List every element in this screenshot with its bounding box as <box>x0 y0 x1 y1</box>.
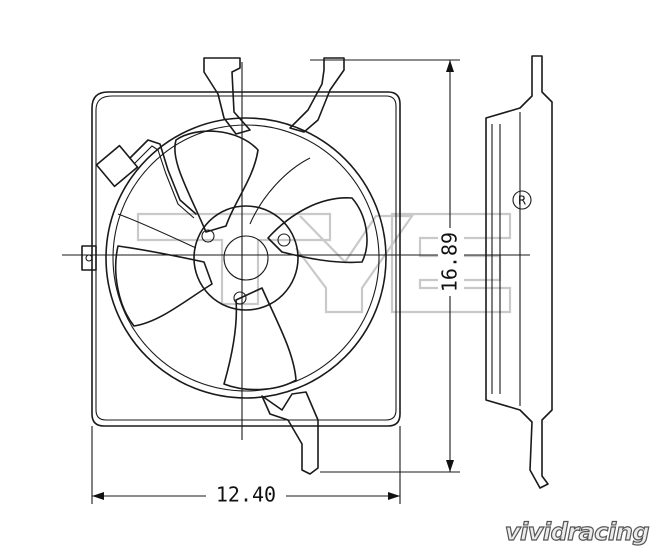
fan-blades <box>114 130 368 391</box>
wire-harness <box>129 139 197 215</box>
wire-connector <box>95 144 139 188</box>
side-profile <box>485 55 553 489</box>
watermark-logo: vividracing <box>504 517 650 546</box>
left-mount-tab <box>81 245 97 271</box>
arrowhead-right <box>388 492 400 500</box>
mount-hole <box>85 254 93 262</box>
fan-ring-inner <box>112 124 380 392</box>
arrowhead-up <box>446 60 454 72</box>
arrowhead-left <box>92 492 104 500</box>
hub-center <box>223 235 269 281</box>
motor-hub <box>193 205 299 311</box>
bottom-bracket <box>261 391 319 475</box>
hub-bolt <box>201 229 215 243</box>
hub-bolt <box>233 291 247 305</box>
hub-bolt <box>277 233 291 247</box>
height-label-bg <box>438 228 464 296</box>
registered-mark-circle <box>512 190 532 210</box>
top-right-bracket <box>289 57 345 133</box>
width-dimension-label: 12.40 <box>216 483 276 507</box>
shroud-frame <box>91 91 401 427</box>
top-left-bracket <box>203 57 251 135</box>
height-dimension-label: 16.89 <box>438 232 462 292</box>
shroud-inner-edge <box>95 95 397 421</box>
registered-mark: R <box>518 194 526 208</box>
fan-ring <box>105 117 387 399</box>
arrowhead-down <box>446 460 454 472</box>
width-label-bg <box>206 482 286 508</box>
